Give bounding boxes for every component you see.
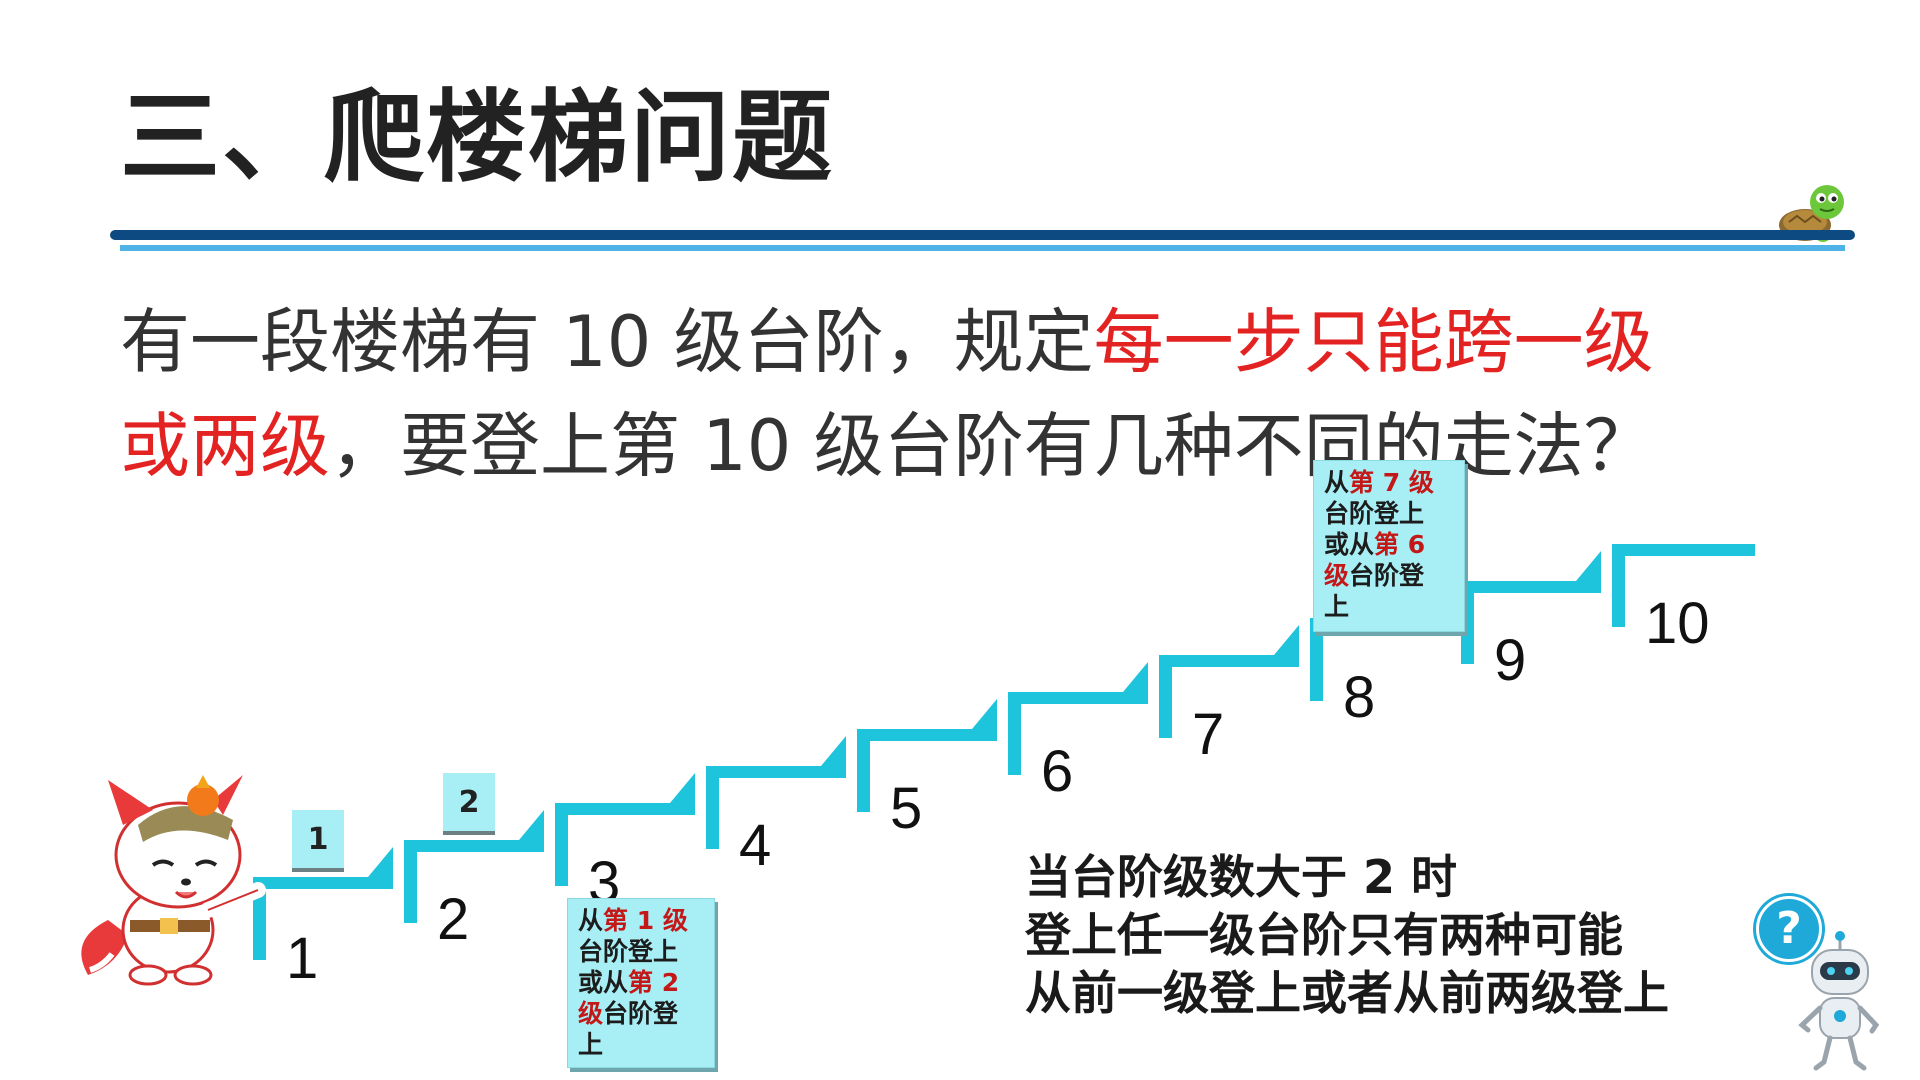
problem-highlight: 或两级: [120, 405, 330, 487]
note-line: 从第 1 级: [578, 905, 704, 936]
note-step-8: 从第 7 级 台阶登上 或从第 6 级台阶登 上: [1313, 460, 1465, 632]
note-highlight: 第 1 级: [603, 906, 688, 935]
stair-step-10: [1612, 544, 1755, 627]
note-highlight: 级: [1324, 561, 1350, 590]
mini-box-2: 2: [443, 773, 495, 835]
stair-step-7: [1159, 625, 1299, 738]
step-label-10: 10: [1645, 591, 1710, 656]
step-label-9: 9: [1494, 628, 1527, 693]
step-label-5: 5: [890, 776, 923, 841]
step-label-1: 1: [286, 926, 319, 991]
stair-step-1: [253, 847, 393, 960]
fox-mascot: [81, 775, 266, 986]
robot-mascot: [1798, 931, 1880, 1071]
stair-step-5: [857, 699, 997, 812]
note-text: 从: [1324, 468, 1350, 497]
step-label-2: 2: [437, 887, 470, 952]
note-line: 级台阶登: [578, 998, 704, 1029]
stair-step-9: [1461, 551, 1601, 664]
note-text: 台阶登: [603, 999, 679, 1028]
note-text: 或从: [1324, 530, 1375, 559]
summary-line-3: 从前一级登上或者从前两级登上: [1025, 966, 1669, 1020]
problem-text: 有一段楼梯有 10 级台阶，规定: [120, 301, 1094, 383]
step-label-7: 7: [1192, 702, 1225, 767]
note-step-3: 从第 1 级 台阶登上 或从第 2 级台阶登 上: [567, 898, 715, 1068]
mini-box-1: 1: [292, 810, 344, 872]
note-line: 上: [1324, 591, 1454, 622]
summary-line-1: 当台阶级数大于 2 时: [1025, 850, 1458, 904]
summary-line-2: 登上任一级台阶只有两种可能: [1025, 908, 1623, 962]
slide-title: 三、爬楼梯问题: [120, 79, 834, 196]
problem-line-1: 有一段楼梯有 10 级台阶，规定每一步只能跨一级: [120, 290, 1820, 394]
stair-step-3: [555, 773, 695, 886]
title-rule-light: [120, 245, 1845, 251]
note-highlight: 级: [578, 999, 604, 1028]
note-highlight: 第 6: [1374, 530, 1426, 559]
note-line: 从第 7 级: [1324, 467, 1454, 498]
note-line: 或从第 6: [1324, 529, 1454, 560]
note-text: 台阶登上: [578, 937, 679, 966]
note-text: 台阶登上: [1324, 499, 1425, 528]
step-label-8: 8: [1343, 665, 1376, 730]
title-rule-dark: [110, 230, 1855, 240]
note-highlight: 第 2: [628, 968, 680, 997]
note-text: 台阶登: [1349, 561, 1425, 590]
step-label-4: 4: [739, 813, 772, 878]
note-text: 上: [1324, 592, 1350, 621]
note-text: 从: [578, 906, 604, 935]
stair-step-4: [706, 736, 846, 849]
note-line: 台阶登上: [578, 936, 704, 967]
stair-step-2: [404, 810, 544, 923]
question-bubble-icon: ?: [1756, 896, 1822, 962]
stair-step-6: [1008, 662, 1148, 775]
note-line: 级台阶登: [1324, 560, 1454, 591]
summary: 当台阶级数大于 2 时 登上任一级台阶只有两种可能 从前一级登上或者从前两级登上: [1025, 848, 1669, 1022]
note-line: 上: [578, 1029, 704, 1060]
note-text: 上: [578, 1030, 604, 1059]
note-highlight: 第 7 级: [1349, 468, 1434, 497]
step-label-6: 6: [1041, 739, 1074, 804]
problem-highlight: 每一步只能跨一级: [1093, 301, 1654, 383]
note-line: 或从第 2: [578, 967, 704, 998]
note-line: 台阶登上: [1324, 498, 1454, 529]
note-text: 或从: [578, 968, 629, 997]
